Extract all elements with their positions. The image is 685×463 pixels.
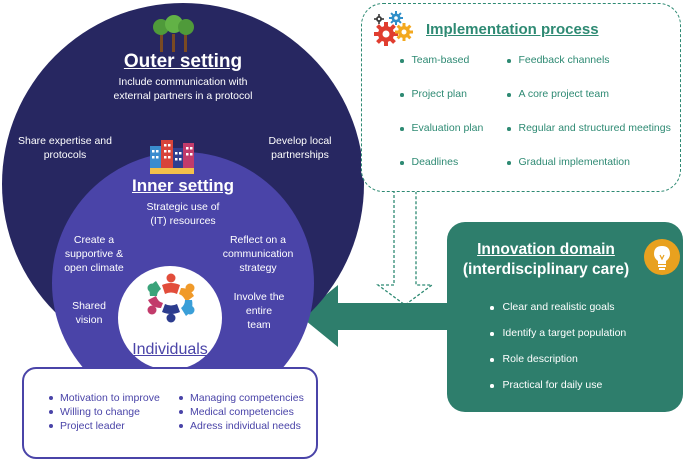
outer-right-line1: Develop local — [268, 135, 332, 147]
inner-setting-team-text: Involve the entire team — [226, 290, 292, 332]
individuals-item: Willing to change — [49, 405, 179, 419]
individuals-item: Motivation to improve — [49, 391, 179, 405]
individuals-item: Managing competencies — [179, 391, 315, 405]
outer-setting-right-text: Develop local partnerships — [250, 134, 350, 162]
people-circle-icon — [147, 273, 195, 323]
implementation-list-left: Team-based Project plan Evaluation plan … — [400, 54, 504, 190]
implementation-item: Evaluation plan — [400, 122, 504, 156]
innovation-item: Role description — [490, 353, 675, 379]
inner-strategy-line3: strategy — [239, 262, 277, 274]
lightbulb-icon — [644, 239, 680, 275]
innovation-item: Practical for daily use — [490, 379, 675, 405]
innovation-list: Clear and realistic goals Identify a tar… — [490, 301, 675, 405]
outer-setting-left-text: Share expertise and protocols — [10, 134, 120, 162]
innovation-item: Clear and realistic goals — [490, 301, 675, 327]
implementation-list-right: Feedback channels A core project team Re… — [507, 54, 679, 190]
outer-setting-top-text: Include communication with external part… — [80, 75, 286, 103]
inner-team-line3: team — [247, 319, 271, 331]
inner-setting-title: Inner setting — [131, 176, 234, 195]
outer-left-line2: protocols — [43, 149, 87, 161]
inner-strategy-line2: communication — [222, 248, 294, 260]
implementation-item: Regular and structured meetings — [507, 122, 679, 156]
outer-right-line2: partnerships — [271, 149, 329, 161]
outer-top-line2: external partners in a protocol — [113, 90, 253, 102]
implementation-item: A core project team — [507, 88, 679, 122]
inner-climate-line3: open climate — [64, 262, 124, 274]
inner-vision-line2: vision — [75, 314, 103, 326]
dashed-arrow — [376, 190, 434, 306]
individuals-item: Project leader — [49, 419, 179, 433]
individuals-list-right: Managing competencies Medical competenci… — [179, 391, 315, 433]
implementation-process-title: Implementation process — [426, 21, 599, 38]
inner-setting-strategy-text: Reflect on a communication strategy — [216, 233, 300, 275]
inner-strategy-line1: Reflect on a — [229, 234, 287, 246]
outer-setting-title: Outer setting — [123, 51, 243, 72]
inner-climate-line2: supportive & — [64, 248, 124, 260]
individuals-title: Individuals — [132, 341, 208, 358]
individuals-item: Medical competencies — [179, 405, 315, 419]
inner-team-line2: entire — [245, 305, 273, 317]
inner-top-line2: (IT) resources — [150, 215, 216, 227]
individuals-list-left: Motivation to improve Willing to change … — [49, 391, 179, 433]
implementation-item: Gradual implementation — [507, 156, 679, 190]
individuals-item: Adress individual needs — [179, 419, 315, 433]
buildings-icon — [150, 140, 194, 174]
implementation-item: Feedback channels — [507, 54, 679, 88]
implementation-item: Project plan — [400, 88, 504, 122]
trees-icon — [153, 15, 194, 52]
inner-top-line1: Strategic use of — [146, 201, 220, 213]
inner-setting-top-text: Strategic use of (IT) resources — [113, 200, 253, 228]
innovation-title-line1: Innovation domain — [477, 241, 615, 258]
inner-setting-vision-text: Shared vision — [58, 299, 120, 327]
outer-left-line1: Share expertise and — [18, 135, 112, 147]
gears-icon — [374, 11, 413, 46]
inner-setting-climate-text: Create a supportive & open climate — [56, 233, 132, 275]
inner-climate-line1: Create a — [73, 234, 115, 246]
outer-top-line1: Include communication with — [118, 76, 248, 88]
solid-arrow — [300, 285, 449, 347]
innovation-item: Identify a target population — [490, 327, 675, 353]
inner-vision-line1: Shared — [72, 300, 106, 312]
implementation-item: Deadlines — [400, 156, 504, 190]
implementation-item: Team-based — [400, 54, 504, 88]
inner-team-line1: Involve the — [233, 291, 285, 303]
innovation-title-line2: (interdisciplinary care) — [462, 261, 630, 278]
innovation-domain-title: Innovation domain (interdisciplinary car… — [450, 240, 642, 280]
